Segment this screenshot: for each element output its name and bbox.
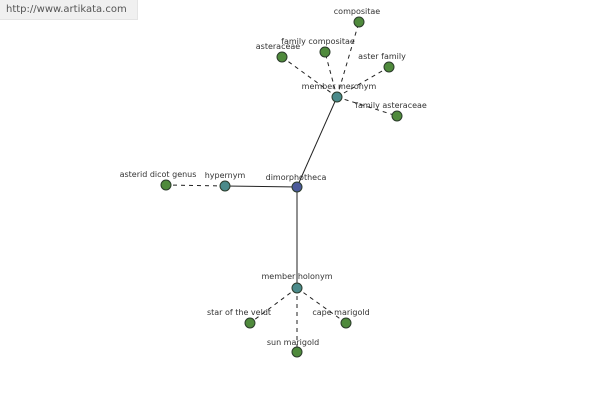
node-cape-marigold[interactable]: [340, 317, 352, 329]
label-family-asteraceae[interactable]: family asteraceae: [355, 101, 427, 110]
node-aster-family[interactable]: [383, 61, 395, 73]
edge-holonym-star-of-the-veldt: [249, 287, 298, 324]
node-star-of-the-veldt[interactable]: [244, 317, 256, 329]
edge-root-meronym: [296, 96, 338, 188]
site-url[interactable]: http://www.artikata.com: [0, 0, 138, 20]
node-sun-marigold[interactable]: [291, 346, 303, 358]
label-dimorphotheca[interactable]: dimorphotheca: [266, 173, 327, 182]
dashed-edges: [165, 21, 398, 352]
label-aster-family[interactable]: aster family: [358, 52, 406, 61]
edge-holonym-cape-marigold: [296, 287, 347, 324]
label-asteraceae[interactable]: asteraceae: [256, 42, 301, 51]
label-member-holonym[interactable]: member holonym: [261, 272, 332, 281]
edge-hypernym-asterid: [165, 184, 226, 187]
labels: dimorphotheca hypernym member meronym me…: [120, 7, 427, 347]
node-dimorphotheca[interactable]: [291, 181, 303, 193]
label-sun-marigold[interactable]: sun marigold: [267, 338, 319, 347]
edge-meronym-compositae: [336, 21, 360, 98]
node-hypernym[interactable]: [219, 180, 231, 192]
label-compositae[interactable]: compositae: [334, 7, 380, 16]
node-family-compositae[interactable]: [319, 46, 331, 58]
node-family-asteraceae[interactable]: [391, 110, 403, 122]
label-asterid-dicot-genus[interactable]: asterid dicot genus: [120, 170, 197, 179]
solid-edges: [224, 96, 338, 288]
node-member-holonym[interactable]: [291, 282, 303, 294]
edge-meronym-aster-family: [336, 66, 390, 98]
node-asteraceae[interactable]: [276, 51, 288, 63]
label-family-compositae[interactable]: family compositae: [281, 37, 355, 46]
node-member-meronym[interactable]: [331, 91, 343, 103]
node-asterid-dicot-genus[interactable]: [160, 179, 172, 191]
label-star-of-the-veldt[interactable]: star of the veldt: [207, 308, 271, 317]
label-cape-marigold[interactable]: cape marigold: [312, 308, 369, 317]
edge-root-hypernym: [224, 185, 298, 188]
nodes: [160, 16, 403, 358]
label-hypernym[interactable]: hypernym: [205, 171, 246, 180]
edge-meronym-asteraceae: [281, 56, 338, 98]
node-compositae[interactable]: [353, 16, 365, 28]
label-member-meronym[interactable]: member meronym: [302, 82, 377, 91]
edge-meronym-family-asteraceae: [336, 96, 398, 117]
